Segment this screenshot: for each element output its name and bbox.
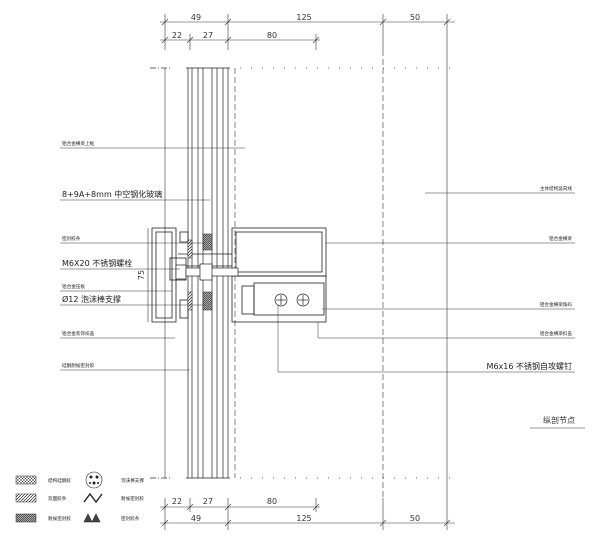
structure-lines bbox=[164, 50, 448, 498]
legend-hatch-weather-icon bbox=[83, 492, 103, 504]
legend-text-1: 泡沫棒支撑 bbox=[121, 477, 144, 484]
label-right-3: 铝合金横梁扣盖 bbox=[540, 330, 573, 337]
dim-top-125: 125 bbox=[296, 13, 311, 22]
break-lines bbox=[150, 67, 460, 479]
label-left-6: 铝合金装饰扣盖 bbox=[62, 330, 95, 337]
label-right-0: 主体结构竖向线 bbox=[540, 185, 573, 192]
left-leaders bbox=[60, 147, 245, 371]
legend-text-2: 双面胶条 bbox=[48, 495, 67, 502]
dim-bottom-27: 27 bbox=[203, 497, 213, 506]
right-leaders bbox=[277, 192, 575, 373]
dim-top-27: 27 bbox=[203, 31, 213, 40]
bolt bbox=[175, 263, 239, 281]
legend-text-5: 密封胶条 bbox=[121, 515, 140, 522]
dim-bottom-22: 22 bbox=[172, 497, 182, 506]
legend-text-3: 耐候密封胶 bbox=[121, 495, 144, 502]
legend-hatch-sealant-icon bbox=[15, 513, 37, 523]
label-left-7: 硅酮耐候密封胶 bbox=[62, 362, 95, 369]
label-left-5: Ø12 泡沫棒支撑 bbox=[62, 294, 121, 304]
dim-top-50: 50 bbox=[410, 13, 420, 22]
dim-top-22: 22 bbox=[172, 31, 182, 40]
top-dimensions bbox=[160, 14, 455, 50]
legend-text-4: 耐候密封胶 bbox=[48, 515, 71, 522]
legend-gasket-icon bbox=[83, 513, 101, 523]
gaskets bbox=[187, 233, 213, 311]
legend-foam-rod-icon bbox=[85, 471, 103, 489]
transom-profile bbox=[178, 227, 327, 323]
label-right-4: M6x16 不锈钢自攻螺钉 bbox=[487, 361, 572, 371]
screw-icons bbox=[274, 293, 310, 307]
legend: 结构硅酮胶 泡沫棒支撑 双面胶条 耐候密封胶 耐候密封胶 密封胶条 bbox=[15, 471, 144, 523]
legend-text-0: 结构硅酮胶 bbox=[48, 477, 71, 484]
dim-top-80: 80 bbox=[267, 31, 277, 40]
bottom-dimensions bbox=[160, 498, 455, 530]
label-right-2: 铝合金横梁角码 bbox=[540, 301, 573, 308]
dim-bottom-80: 80 bbox=[267, 497, 277, 506]
dim-bottom-50: 50 bbox=[410, 514, 420, 523]
dim-bottom-49: 49 bbox=[191, 514, 201, 523]
label-left-1: 8+9A+8mm 中空钢化玻璃 bbox=[62, 189, 162, 199]
label-left-0: 铝合金横梁上框 bbox=[62, 140, 95, 147]
label-right-1: 铝合金横梁 bbox=[549, 235, 572, 242]
legend-hatch-tape-icon bbox=[15, 493, 37, 503]
dim-bottom-125: 125 bbox=[296, 514, 311, 523]
label-left-3: M6X20 不锈钢螺栓 bbox=[62, 258, 132, 268]
legend-hatch-structural-icon bbox=[15, 475, 37, 485]
drawing-title: 纵剖节点 bbox=[543, 415, 575, 425]
dim-vertical-75: 75 bbox=[137, 270, 146, 280]
label-left-4: 铝合金压板 bbox=[62, 283, 85, 290]
label-left-2: 密封胶条 bbox=[62, 235, 81, 242]
dim-top-49: 49 bbox=[191, 13, 201, 22]
